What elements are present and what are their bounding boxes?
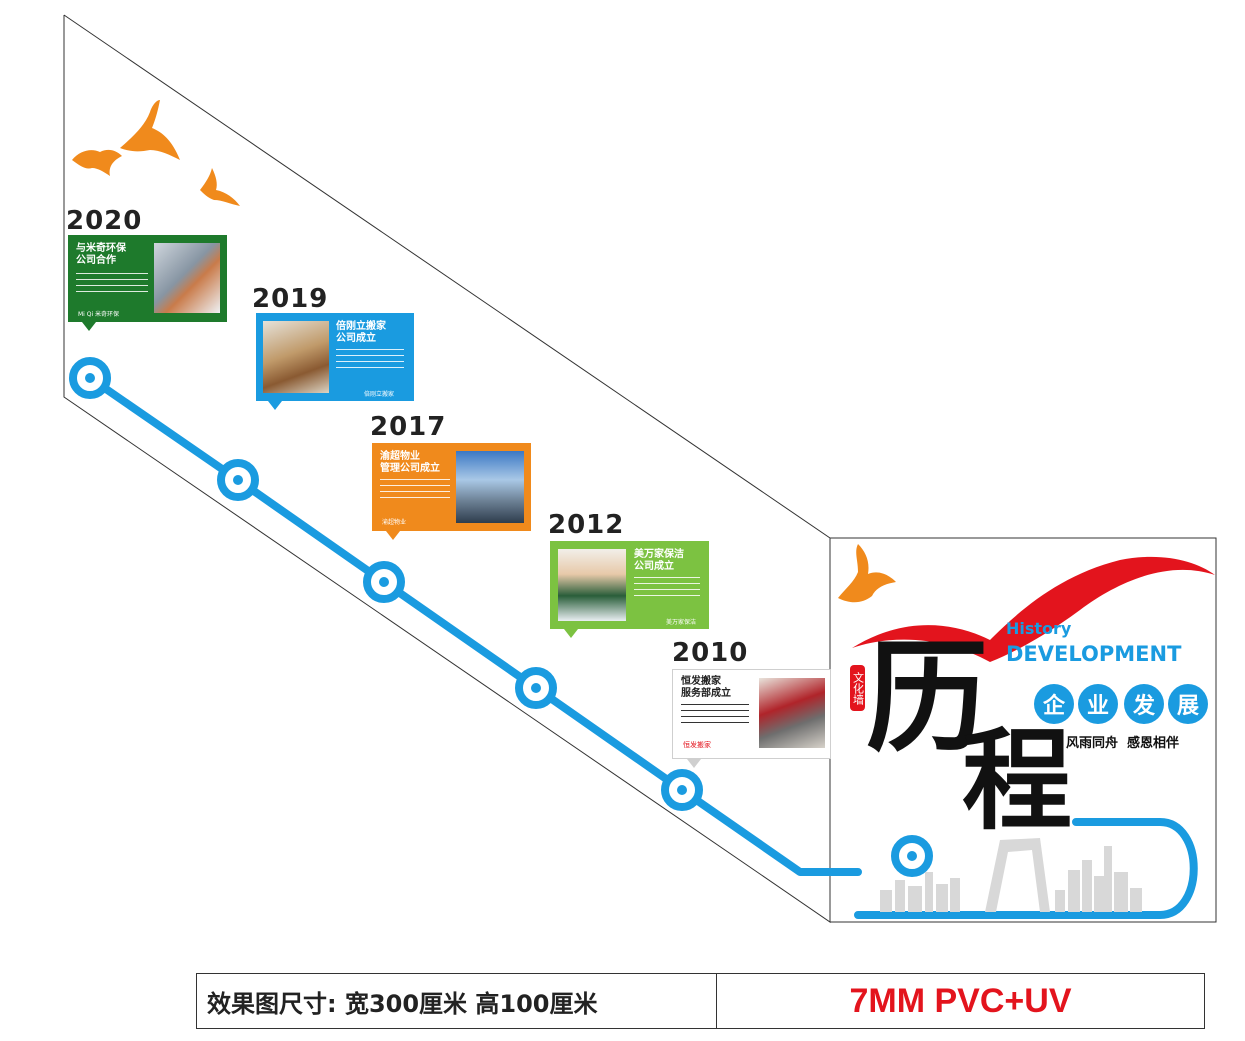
- year-label: 2010: [672, 638, 749, 668]
- title-char-pill: 展: [1168, 684, 1208, 724]
- spec-footer: 效果图尺寸: 宽300厘米 高100厘米 7MM PVC+UV: [196, 973, 1205, 1029]
- card-text-lines: [681, 704, 749, 728]
- timeline-node: [891, 835, 933, 877]
- material-label: 7MM PVC+UV: [849, 981, 1072, 1020]
- card-logo: 美万家保洁: [666, 619, 697, 626]
- card-text-lines: [336, 349, 404, 373]
- card-photo: [263, 321, 329, 393]
- calligraphy-char: 历: [866, 625, 988, 769]
- timeline-node: [69, 357, 111, 399]
- slogan: 风雨同舟 感恩相伴: [1066, 736, 1180, 751]
- card-logo: Mi Qi 米奇环保: [78, 311, 120, 318]
- card-pointer: [82, 322, 96, 331]
- bird-icon: [838, 544, 896, 603]
- bird-icon: [72, 149, 122, 176]
- card-logo: 恒发搬家: [683, 741, 711, 749]
- timeline-card: 与米奇环保 公司合作 Mi Qi 米奇环保: [68, 235, 227, 331]
- card-logo: 倍刚立搬家: [364, 391, 395, 398]
- timeline-node: [217, 459, 259, 501]
- card-photo: [759, 678, 825, 748]
- calligraphy-char: 程: [962, 716, 1072, 845]
- card-photo: [456, 451, 524, 523]
- card-pointer: [564, 629, 578, 638]
- card-text-lines: [76, 273, 148, 297]
- bird-icon: [200, 168, 240, 206]
- year-label: 2012: [548, 510, 625, 540]
- year-label: 2020: [66, 206, 143, 236]
- red-ribbon: [852, 556, 1215, 662]
- card-title: 倍刚立搬家 公司成立: [336, 321, 386, 344]
- year-label: 2019: [252, 284, 329, 314]
- seal-stamp: 文化墙: [850, 665, 865, 711]
- size-label: 效果图尺寸: 宽300厘米 高100厘米: [197, 974, 717, 1028]
- timeline-card: 倍刚立搬家 公司成立 倍刚立搬家: [256, 313, 414, 410]
- timeline-node: [515, 667, 557, 709]
- banner-track: [854, 818, 1198, 919]
- card-text-lines: [634, 577, 700, 601]
- card-pointer: [268, 401, 282, 410]
- title-char-pill: 企: [1034, 684, 1074, 724]
- card-title: 与米奇环保 公司合作: [76, 243, 126, 266]
- card-pointer: [687, 759, 701, 768]
- timeline-card: 渝超物业 管理公司成立 渝超物业: [372, 443, 531, 540]
- card-logo: 渝超物业: [382, 519, 407, 526]
- card-photo: [558, 549, 626, 621]
- card-pointer: [386, 531, 400, 540]
- development-label: DEVELOPMENT: [1006, 642, 1182, 666]
- history-label: History: [1006, 619, 1072, 638]
- skyline-graphic: [880, 838, 1142, 912]
- year-label: 2017: [370, 412, 447, 442]
- title-char-pill: 业: [1078, 684, 1118, 724]
- timeline-card: 美万家保洁 公司成立 美万家保洁: [550, 541, 709, 638]
- card-photo: [154, 243, 220, 313]
- timeline-node: [661, 769, 703, 811]
- card-text-lines: [380, 479, 450, 503]
- timeline-node: [363, 561, 405, 603]
- timeline-card: 恒发搬家 服务部成立 恒发搬家: [672, 669, 831, 768]
- card-title: 美万家保洁 公司成立: [634, 549, 684, 572]
- card-title: 恒发搬家 服务部成立: [681, 676, 731, 699]
- bird-icon: [120, 100, 180, 160]
- title-char-pill: 发: [1124, 684, 1164, 724]
- card-title: 渝超物业 管理公司成立: [380, 451, 440, 474]
